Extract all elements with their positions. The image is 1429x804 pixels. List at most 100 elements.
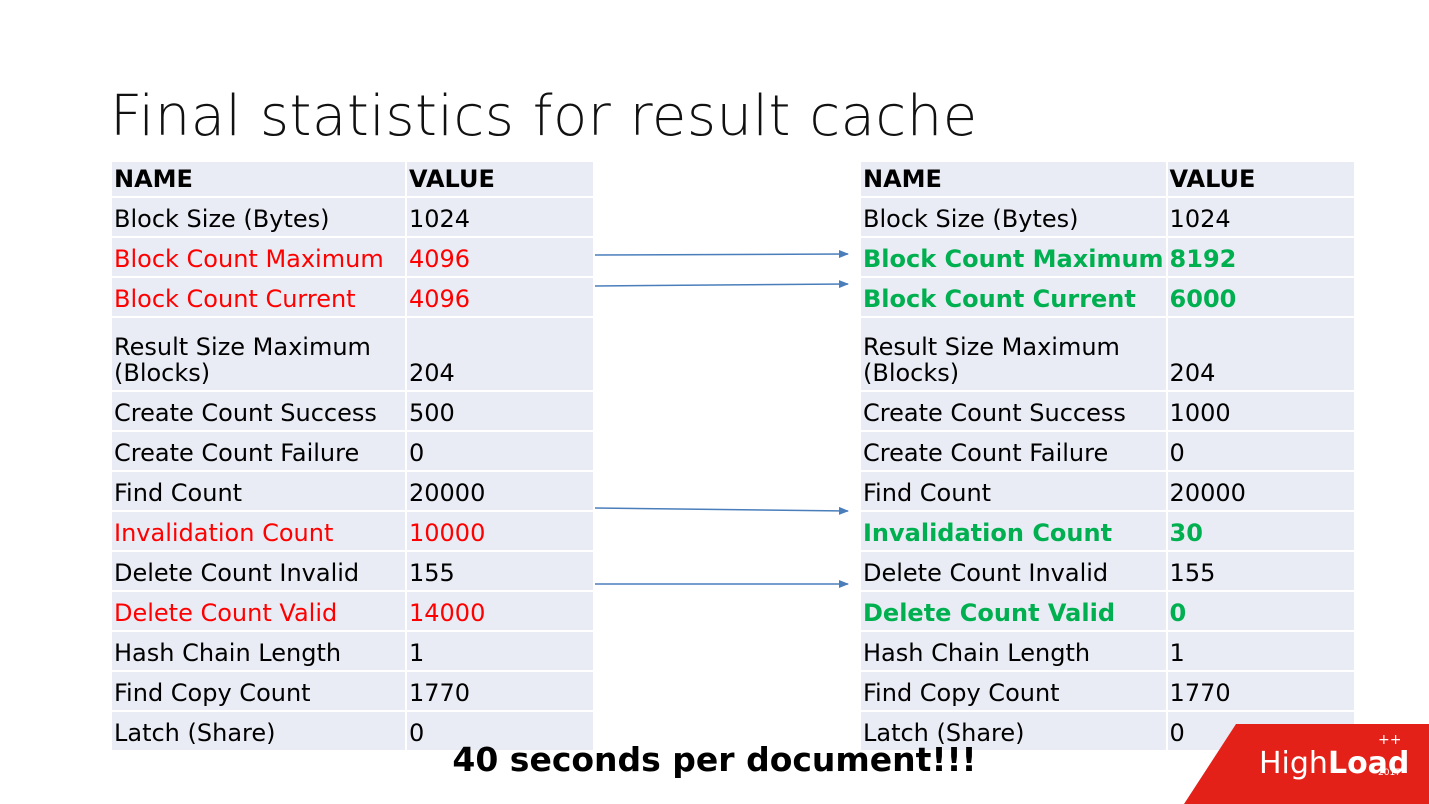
row-name: Block Count Current	[110, 276, 407, 318]
row-name: Block Count Maximum	[110, 236, 407, 278]
row-value: 1770	[405, 670, 595, 712]
row-name: Find Count	[110, 470, 407, 512]
table-row: Block Count Maximum 8192	[859, 236, 1356, 278]
table-row: Create Count Success 1000	[859, 390, 1356, 432]
row-name: Invalidation Count	[110, 510, 407, 552]
row-value: 1024	[405, 196, 595, 238]
row-name: Find Copy Count	[110, 670, 407, 712]
header-value: VALUE	[1165, 160, 1356, 198]
table-row: Hash Chain Length 1	[110, 630, 595, 672]
row-name: Result Size Maximum(Blocks)	[859, 316, 1168, 392]
row-name: Block Count Current	[859, 276, 1168, 318]
table-row: Hash Chain Length 1	[859, 630, 1356, 672]
row-value: 4096	[405, 276, 595, 318]
table-row: Block Count Current 4096	[110, 276, 595, 318]
table-row: Find Copy Count 1770	[859, 670, 1356, 712]
table-header-row: NAME VALUE	[110, 160, 595, 198]
row-value: 30	[1165, 510, 1356, 552]
logo-year: 2017	[1378, 768, 1401, 778]
stats-table-after: NAME VALUE Block Size (Bytes) 1024 Block…	[859, 160, 1356, 752]
footer-caption: 40 seconds per document!!!	[452, 740, 977, 779]
row-name: Invalidation Count	[859, 510, 1168, 552]
logo-plus: ++	[1378, 732, 1402, 748]
row-value: 10000	[405, 510, 595, 552]
highload-logo: HighLoad ++ 2017	[1184, 724, 1429, 804]
row-name: Hash Chain Length	[110, 630, 407, 672]
table-header-row: NAME VALUE	[859, 160, 1356, 198]
row-value: 8192	[1165, 236, 1356, 278]
row-name: Block Count Maximum	[859, 236, 1168, 278]
table-row: Block Count Current 6000	[859, 276, 1356, 318]
row-value: 204	[1165, 316, 1356, 392]
table-row: Result Size Maximum(Blocks) 204	[859, 316, 1356, 392]
table-row: Invalidation Count 30	[859, 510, 1356, 552]
row-name: Create Count Success	[859, 390, 1168, 432]
row-name-line2: (Blocks)	[863, 359, 960, 387]
table-row: Find Copy Count 1770	[110, 670, 595, 712]
row-name-line1: Result Size Maximum	[863, 333, 1120, 361]
row-name: Latch (Share)	[859, 710, 1168, 752]
arrow-block-count-current	[594, 280, 849, 289]
table-row: Delete Count Invalid 155	[859, 550, 1356, 592]
table-row: Block Count Maximum 4096	[110, 236, 595, 278]
row-value: 20000	[405, 470, 595, 512]
row-name: Create Count Failure	[859, 430, 1168, 472]
table-row: Invalidation Count 10000	[110, 510, 595, 552]
row-name-line2: (Blocks)	[114, 359, 211, 387]
row-value: 0	[1165, 590, 1356, 632]
row-name: Delete Count Valid	[110, 590, 407, 632]
slide-title: Final statistics for result cache	[110, 84, 978, 149]
header-name: NAME	[110, 160, 407, 198]
row-value: 1	[405, 630, 595, 672]
row-name: Find Count	[859, 470, 1168, 512]
stats-table-before: NAME VALUE Block Size (Bytes) 1024 Block…	[110, 160, 595, 752]
arrow-invalidation-count	[594, 506, 849, 515]
table-row: Delete Count Valid 14000	[110, 590, 595, 632]
table-row: Create Count Failure 0	[110, 430, 595, 472]
row-value: 0	[405, 710, 595, 752]
row-value: 155	[1165, 550, 1356, 592]
logo-text: HighLoad	[1259, 746, 1409, 781]
row-value: 1770	[1165, 670, 1356, 712]
table-row: Create Count Failure 0	[859, 430, 1356, 472]
row-value: 20000	[1165, 470, 1356, 512]
table-row: Find Count 20000	[859, 470, 1356, 512]
row-value: 1000	[1165, 390, 1356, 432]
table-row: Create Count Success 500	[110, 390, 595, 432]
table-row: Latch (Share) 0	[110, 710, 595, 752]
row-name-line1: Result Size Maximum	[114, 333, 371, 361]
table-row: Find Count 20000	[110, 470, 595, 512]
row-name: Find Copy Count	[859, 670, 1168, 712]
row-value: 4096	[405, 236, 595, 278]
row-name: Delete Count Valid	[859, 590, 1168, 632]
logo-high: High	[1259, 746, 1328, 781]
row-value: 0	[405, 430, 595, 472]
row-name: Delete Count Invalid	[859, 550, 1168, 592]
row-name: Result Size Maximum(Blocks)	[110, 316, 407, 392]
header-value: VALUE	[405, 160, 595, 198]
table-row: Result Size Maximum(Blocks) 204	[110, 316, 595, 392]
row-value: 6000	[1165, 276, 1356, 318]
arrow-block-count-maximum	[594, 250, 849, 259]
table-row: Delete Count Valid 0	[859, 590, 1356, 632]
row-value: 155	[405, 550, 595, 592]
row-value: 204	[405, 316, 595, 392]
row-value: 14000	[405, 590, 595, 632]
table-row: Block Size (Bytes) 1024	[859, 196, 1356, 238]
row-value: 1	[1165, 630, 1356, 672]
row-name: Create Count Success	[110, 390, 407, 432]
logo-load: Load	[1327, 746, 1410, 781]
row-name: Delete Count Invalid	[110, 550, 407, 592]
row-value: 0	[1165, 430, 1356, 472]
table-row: Delete Count Invalid 155	[110, 550, 595, 592]
row-name: Block Size (Bytes)	[110, 196, 407, 238]
row-name: Create Count Failure	[110, 430, 407, 472]
row-name: Latch (Share)	[110, 710, 407, 752]
row-name: Block Size (Bytes)	[859, 196, 1168, 238]
row-value: 500	[405, 390, 595, 432]
row-name: Hash Chain Length	[859, 630, 1168, 672]
header-name: NAME	[859, 160, 1168, 198]
row-value: 1024	[1165, 196, 1356, 238]
table-row: Block Size (Bytes) 1024	[110, 196, 595, 238]
